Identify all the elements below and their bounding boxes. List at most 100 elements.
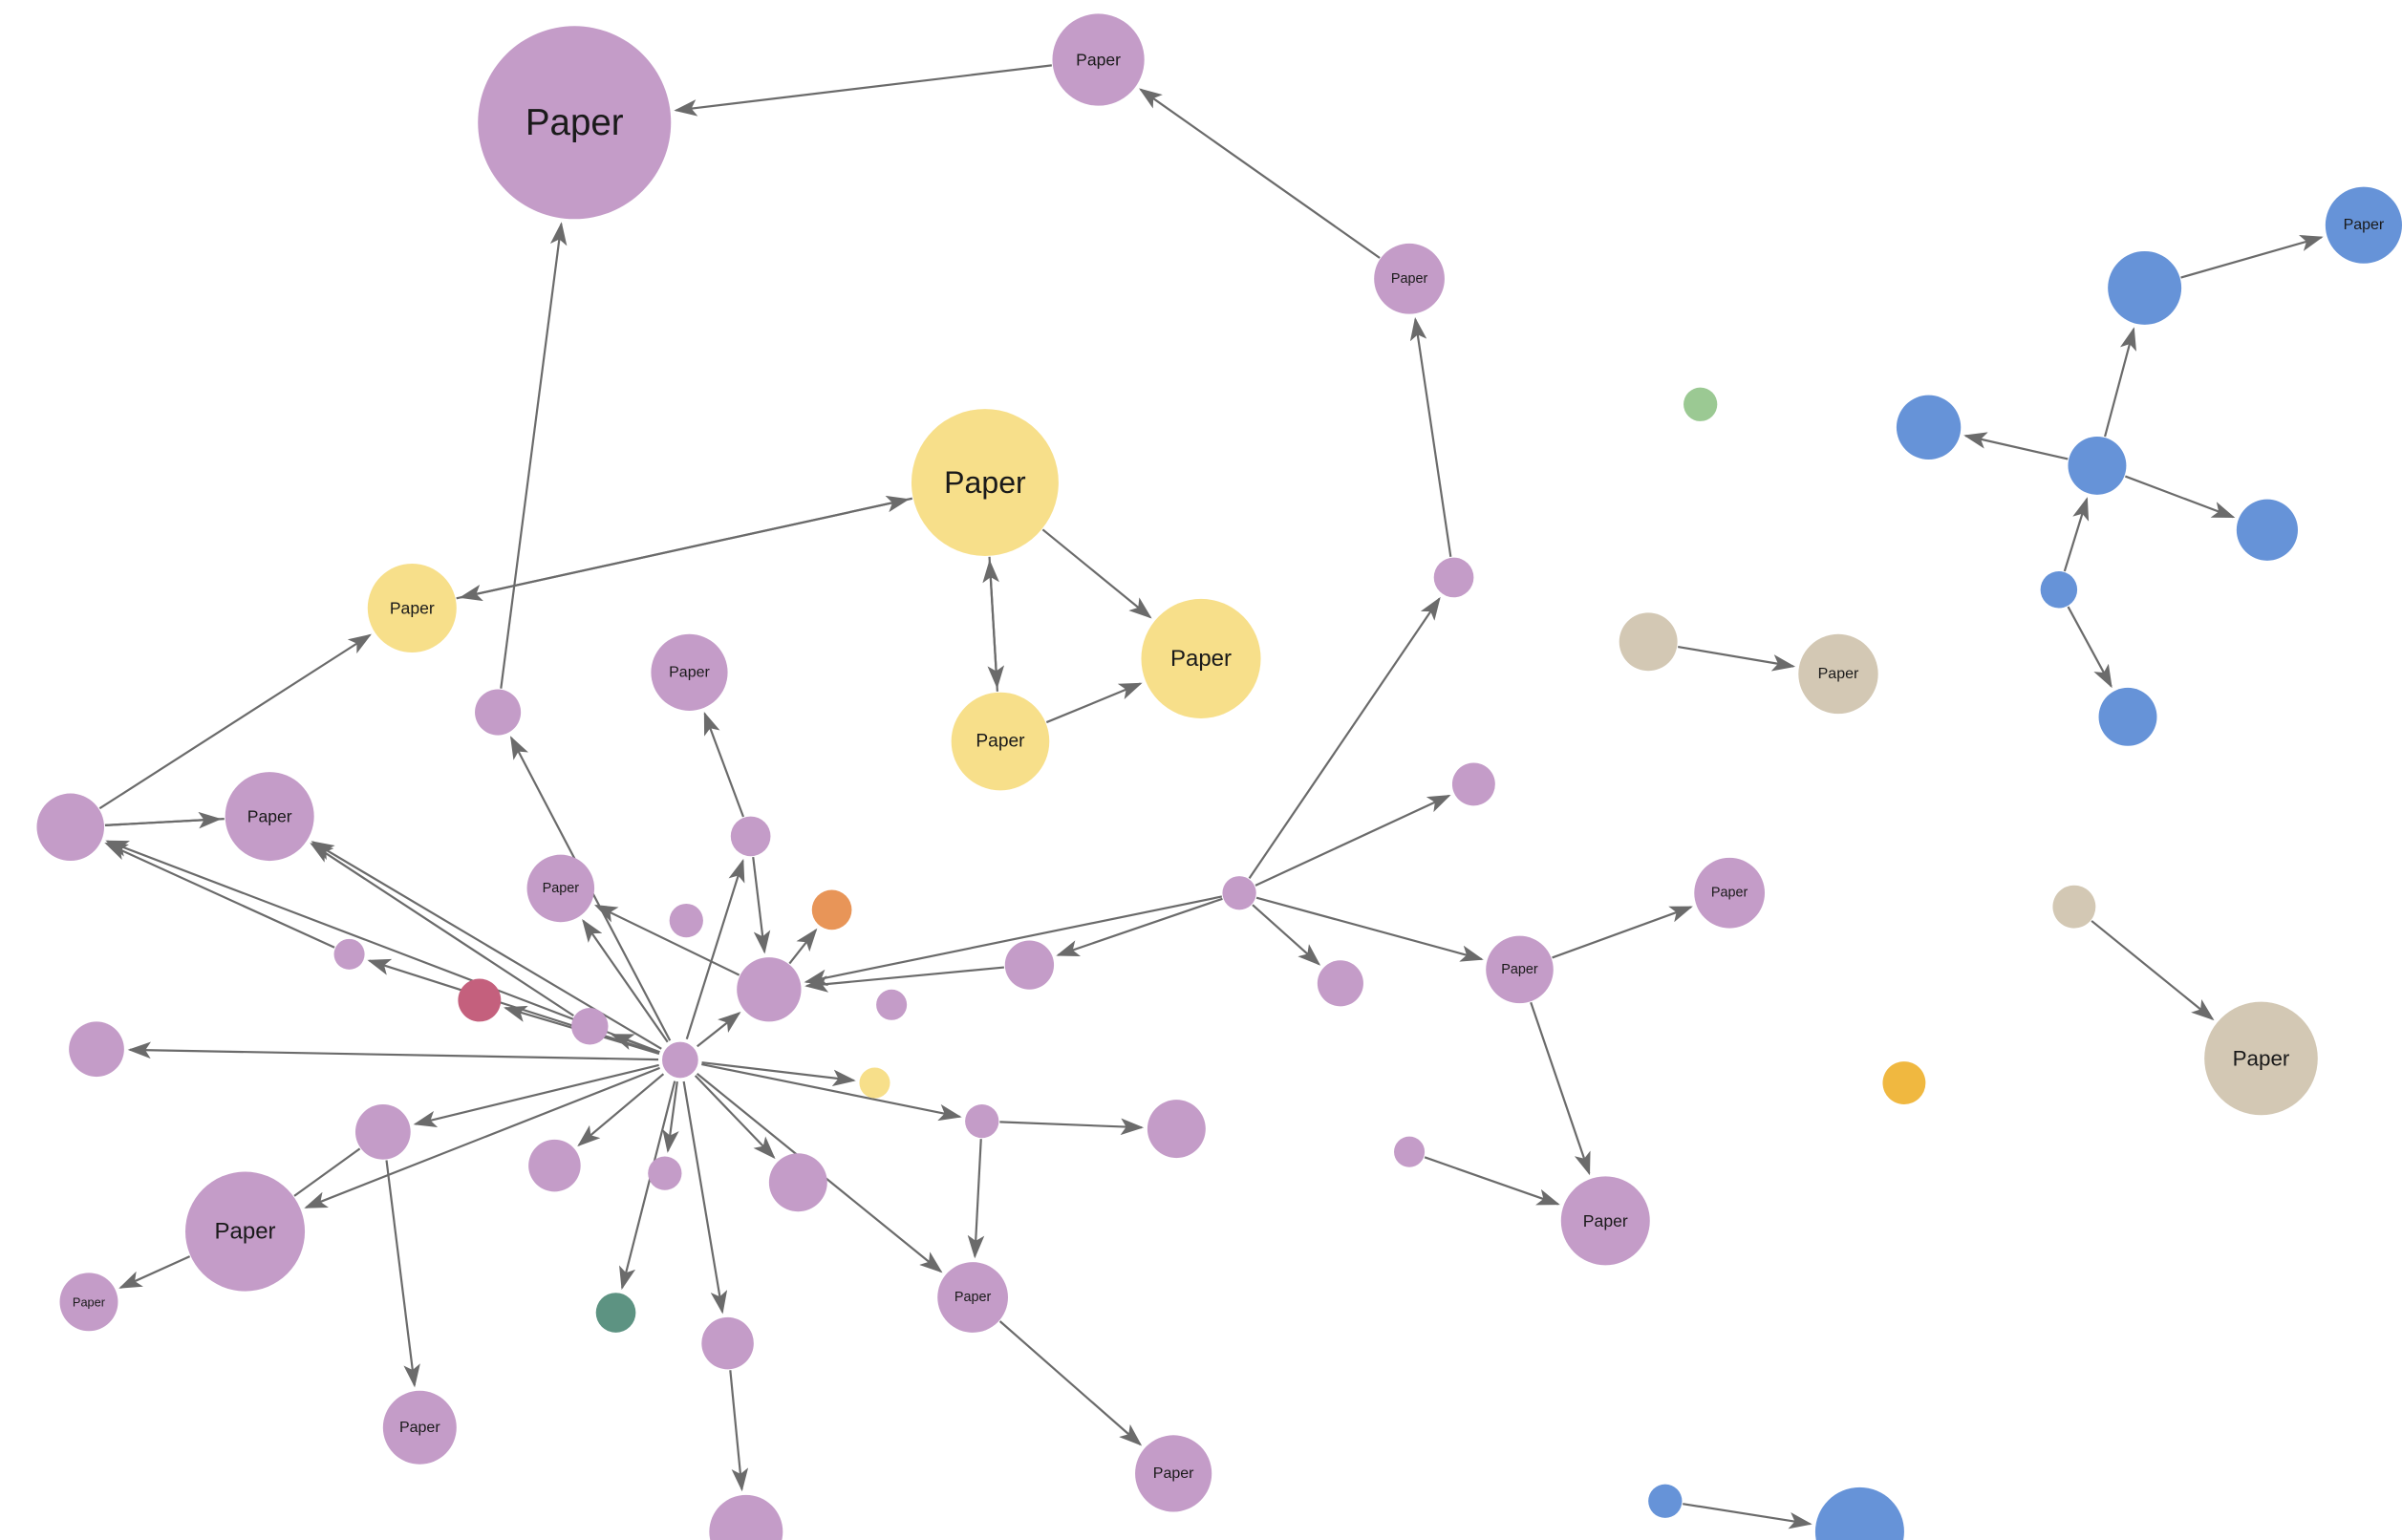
graph-node-p20[interactable] [354, 1103, 411, 1160]
graph-edge[interactable] [967, 1139, 985, 1259]
node-circle[interactable] [69, 1021, 124, 1078]
graph-edge[interactable] [593, 904, 740, 976]
node-circle[interactable] [2204, 1001, 2318, 1116]
graph-edge[interactable] [1683, 1503, 1812, 1529]
node-circle[interactable] [2325, 186, 2402, 264]
graph-node-p22[interactable] [648, 1156, 682, 1190]
node-circle[interactable] [2108, 250, 2182, 325]
node-circle[interactable] [1147, 1100, 1206, 1159]
graph-edge[interactable] [385, 1160, 420, 1388]
graph-edge[interactable] [98, 633, 372, 810]
node-circle[interactable] [36, 793, 105, 862]
node-circle[interactable] [185, 1171, 306, 1292]
graph-edge[interactable] [127, 1041, 660, 1061]
graph-node-p25[interactable]: Paper [59, 1273, 118, 1332]
node-circle[interactable] [354, 1103, 411, 1160]
graph-edge[interactable] [118, 1255, 191, 1289]
graph-node-t3[interactable] [2052, 885, 2096, 929]
graph-node-a1[interactable] [1882, 1061, 1926, 1104]
node-circle[interactable] [730, 816, 771, 857]
node-circle[interactable] [2052, 885, 2096, 929]
node-circle[interactable] [1222, 876, 1256, 910]
graph-edge[interactable] [2091, 920, 2215, 1021]
graph-node-p30[interactable] [709, 1494, 783, 1540]
graph-edge[interactable] [804, 895, 1223, 986]
node-circle[interactable] [768, 1153, 827, 1212]
graph-edge[interactable] [500, 222, 568, 689]
graph-edge[interactable] [700, 1060, 856, 1087]
node-circle[interactable] [571, 1007, 609, 1045]
node-circle[interactable] [1135, 1435, 1212, 1512]
graph-node-p18[interactable] [965, 1103, 999, 1139]
graph-node-gl1[interactable] [1684, 387, 1718, 421]
graph-edge[interactable] [682, 1080, 728, 1315]
node-circle[interactable] [2068, 436, 2127, 495]
node-circle[interactable] [333, 938, 365, 970]
node-circle[interactable] [1694, 857, 1766, 929]
graph-node-p35[interactable]: Paper [1694, 857, 1766, 929]
graph-node-p15[interactable] [876, 989, 908, 1020]
graph-edge[interactable] [293, 1147, 361, 1197]
graph-node-p26[interactable]: Paper [937, 1262, 1008, 1333]
node-circle[interactable] [1004, 940, 1055, 990]
graph-node-p12[interactable] [333, 938, 365, 970]
node-circle[interactable] [1486, 935, 1554, 1004]
graph-edge[interactable] [2067, 606, 2112, 689]
graph-node-p19[interactable] [1147, 1100, 1206, 1159]
node-circle[interactable] [475, 689, 522, 736]
node-circle[interactable] [658, 1037, 702, 1082]
graph-node-p17[interactable] [69, 1021, 124, 1078]
graph-edge[interactable] [1963, 432, 2069, 460]
graph-node-t2[interactable]: Paper [1798, 633, 1878, 715]
graph-edge[interactable] [310, 843, 574, 1017]
node-circle[interactable] [1317, 960, 1363, 1007]
graph-node-y4[interactable]: Paper [367, 564, 457, 653]
graph-edge[interactable] [703, 711, 745, 818]
node-circle[interactable] [1619, 612, 1678, 672]
graph-node-o1[interactable] [811, 889, 852, 930]
node-circle[interactable] [1141, 598, 1261, 718]
graph-edge[interactable] [1409, 317, 1452, 558]
graph-node-g1[interactable] [595, 1293, 636, 1333]
graph-edge[interactable] [104, 842, 335, 949]
graph-node-y1[interactable]: Paper [911, 409, 1059, 556]
node-circle[interactable] [737, 957, 802, 1022]
graph-node-r1[interactable] [458, 978, 502, 1022]
graph-edge[interactable] [610, 1034, 661, 1054]
graph-edge[interactable] [105, 840, 661, 1054]
node-circle[interactable] [526, 854, 595, 923]
graph-node-t1[interactable] [1619, 612, 1678, 672]
node-circle[interactable] [1451, 762, 1495, 806]
node-circle[interactable] [965, 1103, 999, 1139]
graph-node-p34[interactable]: Paper [1486, 935, 1554, 1004]
node-circle[interactable] [2040, 571, 2078, 609]
graph-edge[interactable] [788, 928, 818, 965]
graph-edge[interactable] [804, 966, 1004, 993]
graph-node-p31[interactable] [1222, 876, 1256, 910]
node-circle[interactable] [1896, 395, 1962, 460]
graph-edge[interactable] [1255, 896, 1484, 962]
graph-edge[interactable] [694, 1074, 776, 1160]
graph-node-p4[interactable] [1433, 557, 1474, 598]
graph-edge[interactable] [729, 1370, 749, 1492]
graph-node-p28[interactable] [701, 1316, 754, 1370]
graph-edge[interactable] [998, 1320, 1143, 1446]
graph-edge[interactable] [685, 858, 745, 1040]
graph-edge[interactable] [2063, 497, 2090, 572]
graph-edge[interactable] [2124, 475, 2236, 519]
graph-node-b6[interactable] [2040, 571, 2078, 609]
node-circle[interactable] [2236, 499, 2298, 561]
graph-node-p8[interactable] [36, 793, 105, 862]
node-circle[interactable] [458, 978, 502, 1022]
graph-node-b8[interactable] [1648, 1484, 1683, 1518]
graph-node-b2[interactable] [2108, 250, 2182, 325]
node-circle[interactable] [937, 1262, 1008, 1333]
graph-node-b4[interactable] [1896, 395, 1962, 460]
graph-node-hub[interactable] [658, 1037, 702, 1082]
graph-edge[interactable] [1139, 88, 1381, 259]
graph-node-p9[interactable] [730, 816, 771, 857]
node-circle[interactable] [951, 692, 1050, 791]
graph-node-p37[interactable]: Paper [1560, 1176, 1650, 1266]
node-circle[interactable] [1394, 1136, 1426, 1167]
node-circle[interactable] [876, 989, 908, 1020]
